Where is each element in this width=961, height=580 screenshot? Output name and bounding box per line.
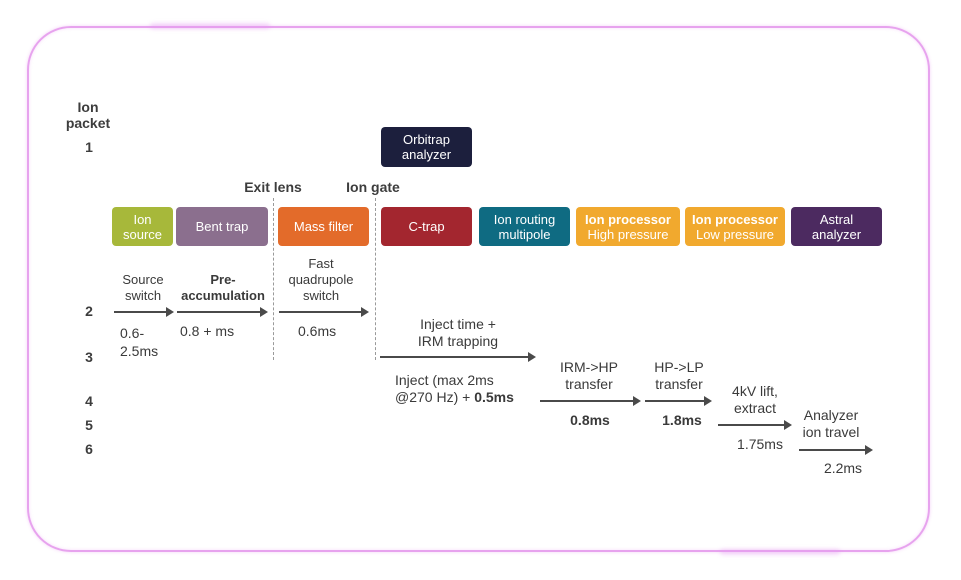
lift-extract-label: 4kV lift,extract <box>732 383 778 416</box>
rounded-frame <box>27 26 930 552</box>
quadrupole-switch-arrow <box>279 307 369 317</box>
lift-extract-time: 1.75ms <box>737 436 783 452</box>
source-switch-time: 0.6-2.5ms <box>120 325 159 359</box>
source-switch-arrow <box>114 307 174 317</box>
packet-number-4: 4 <box>85 393 93 409</box>
ion-packet-header: Ion packet <box>65 99 111 131</box>
irm-hp-time: 0.8ms <box>570 412 610 428</box>
lift-extract-arrow <box>718 420 792 430</box>
preaccumulation-arrow <box>177 307 268 317</box>
packet-number-6: 6 <box>85 441 93 457</box>
exit-lens-label: Exit lens <box>244 179 302 195</box>
analyzer-travel-arrow <box>799 445 873 455</box>
preaccumulation-time: 0.8 + ms <box>180 323 235 339</box>
packet-number-5: 5 <box>85 417 93 433</box>
packet-number-3: 3 <box>85 349 93 365</box>
inject-arrow <box>380 352 536 362</box>
frame-glow-top <box>150 23 270 29</box>
inject-label: Inject time +IRM trapping <box>417 316 499 349</box>
preaccumulation-label: Pre-accumulation <box>181 272 265 303</box>
ion-gate-label: Ion gate <box>346 179 400 195</box>
analyzer-travel-time: 2.2ms <box>823 460 863 476</box>
hp-lp-arrow <box>645 396 712 406</box>
mass-filter-box: Mass filter <box>278 207 369 246</box>
packet-number-1: 1 <box>85 139 93 155</box>
ion-gate-divider <box>375 198 376 360</box>
inject-time: Inject (max 2ms @270 Hz) + 0.5ms <box>395 372 514 405</box>
irm-hp-arrow <box>540 396 641 406</box>
c-trap-box: C-trap <box>381 207 472 246</box>
hp-lp-time: 1.8ms <box>662 412 702 428</box>
bent-trap-box: Bent trap <box>176 207 268 246</box>
packet-number-2: 2 <box>85 303 93 319</box>
exit-lens-divider <box>273 198 274 360</box>
quadrupole-switch-time: 0.6ms <box>298 323 337 339</box>
frame-glow-bottom <box>720 549 840 555</box>
